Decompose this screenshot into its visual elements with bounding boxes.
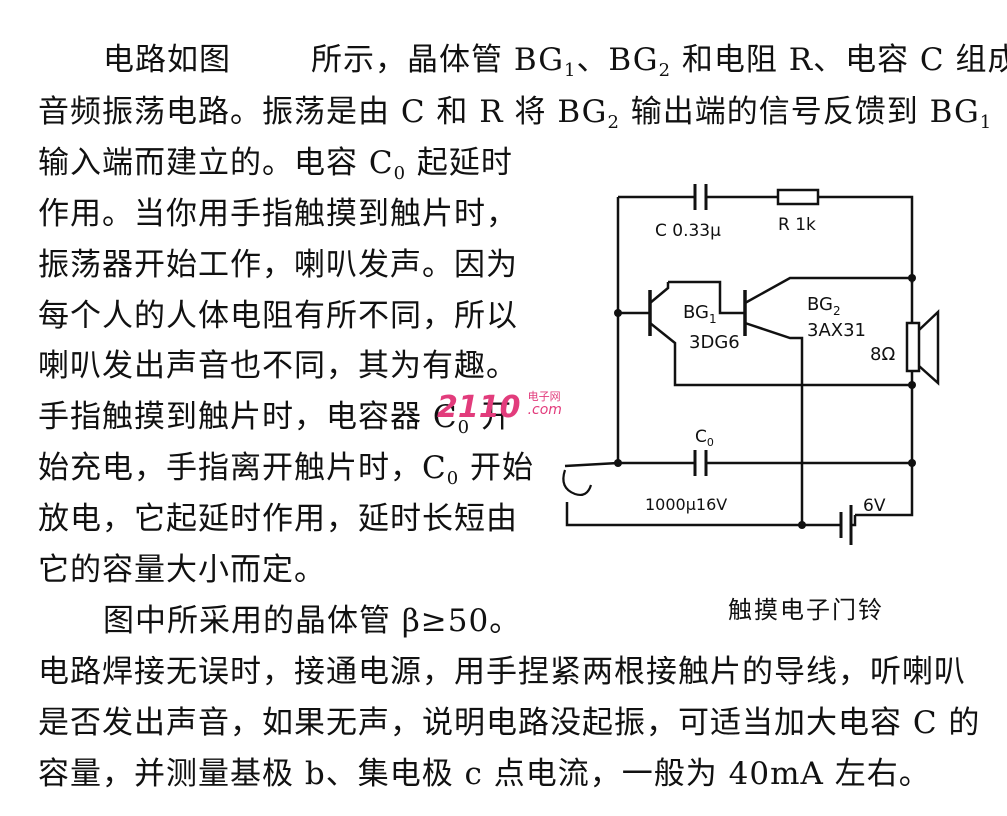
bg2-label: BG2 <box>807 294 841 318</box>
circuit-diagram: C 0.33μ R 1k BG1 3DG6 BG2 3AX31 8Ω C0 10… <box>562 184 940 545</box>
text-line-4: 作用。当你用手指触摸到触片时， <box>38 196 518 232</box>
watermark-sub1: 电子网 <box>527 390 561 403</box>
c0-value-label: 1000μ16V <box>645 495 727 514</box>
watermark-sub2: .com <box>527 402 562 418</box>
text-line-6: 每个人的人体电阻有所不同，所以 <box>38 298 518 334</box>
text-line-14: 是否发出声音，如果无声，说明电路没起振，可适当加大电容 C 的 <box>38 705 981 741</box>
bg1-label: BG1 <box>683 302 717 326</box>
battery-label: 6V <box>863 496 886 516</box>
text-line-15: 容量，并测量基极 b、集电极 c 点电流，一般为 40mA 左右。 <box>38 756 931 792</box>
watermark-main: 2110 <box>437 390 521 425</box>
text-line-2: 音频振荡电路。振荡是由 C 和 R 将 BG2 输出端的信号反馈到 BG1 <box>38 94 993 133</box>
bg2-type-label: 3AX31 <box>807 320 866 341</box>
watermark-logo: 2110 电子网 .com <box>437 390 562 425</box>
text-line-8: 手指触摸到触片时，电容器 C0 开 <box>38 399 513 438</box>
text-line-7: 喇叭发出声音也不同，其为有趣。 <box>38 348 518 384</box>
text-line-12: 图中所采用的晶体管 β≥50。 <box>103 603 522 639</box>
diagram-caption: 触摸电子门铃 <box>728 596 884 624</box>
text-line-3: 输入端而建立的。电容 C0 起延时 <box>38 145 513 184</box>
resistor-r-label: R 1k <box>778 215 816 235</box>
text-line-10: 放电，它起延时作用，延时长短由 <box>38 501 518 537</box>
text-line-13: 电路焊接无误时，接通电源，用手捏紧两根接触片的导线，听喇叭 <box>38 654 966 690</box>
text-line-11: 它的容量大小而定。 <box>38 552 326 588</box>
capacitor-c-label: C 0.33μ <box>655 221 721 241</box>
speaker-label: 8Ω <box>870 344 895 365</box>
bg1-type-label: 3DG6 <box>689 332 740 353</box>
c0-label: C0 <box>695 427 714 449</box>
text-line-1: 电路如图所示，晶体管 BG1、BG2 和电阻 R、电容 C 组成 <box>103 42 1007 81</box>
text-line-9: 始充电，手指离开触片时，C0 开始 <box>38 450 535 489</box>
text-line-5: 振荡器开始工作，喇叭发声。因为 <box>38 247 518 283</box>
